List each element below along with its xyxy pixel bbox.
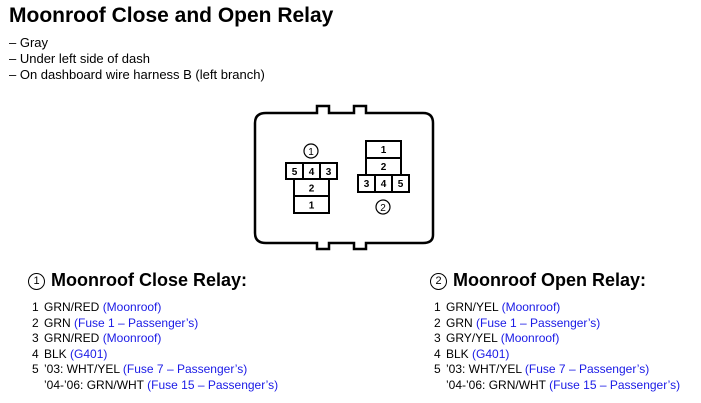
attribute-harness: – On dashboard wire harness B (left bran… [9,67,265,82]
connector-2-row-bottom [357,174,410,193]
page-title: Moonroof Close and Open Relay [9,4,334,27]
connector-1-terminal: 4 [309,167,315,178]
wire-destination: (Fuse 7 – Passenger’s) [122,362,248,377]
connector-2-terminal: 5 [398,179,404,190]
connector-1-terminal: 5 [292,167,298,178]
pin-number: 2 [434,315,441,330]
connector-2-terminal: 3 [364,179,370,190]
wire-color: GRN [446,315,473,330]
pin-number: 5 [32,362,39,377]
wire-destination: (Fuse 1 – Passenger’s) [476,315,601,330]
pin-number: 3 [32,331,39,346]
wire-destination: (Moonroof) [102,300,162,314]
wire-destination: (G401) [70,346,108,361]
pin-number: 3 [434,331,441,346]
attribute-color: – Gray [9,35,49,50]
pin-number: 1 [32,300,39,314]
pin-number: 1 [434,300,441,314]
open-relay-marker: 2 [430,273,447,290]
connector-1-marker-label: 1 [308,147,314,158]
wire-color: GRN/YEL [446,300,499,314]
attribute-location: – Under left side of dash [9,51,150,66]
close-relay-title: Moonroof Close Relay: [51,270,248,290]
connector-1-terminal: 1 [309,201,315,212]
connector-2-terminal: 2 [381,162,387,173]
wire-color: BLK [44,346,67,361]
wire-destination: (Moonroof) [500,331,560,346]
wire-color: GRY/YEL [446,331,498,346]
relay-panel-outline [253,104,435,251]
connector-2: 1 2 3 4 5 2 [357,140,410,215]
pin-number: 4 [434,346,441,361]
connector-1-terminal: 2 [309,184,315,195]
connector-2-marker-label: 2 [380,203,386,214]
connector-1: 1 5 4 3 2 1 [285,143,338,214]
connector-1-cell-1 [293,195,330,214]
close-relay-marker: 1 [28,273,45,290]
wire-color: ’03: WHT/YEL [446,362,522,377]
wire-destination: (Fuse 15 – Passenger’s) [147,377,279,392]
wire-color: GRN/RED [44,300,100,314]
wire-color: ’04-’06: GRN/WHT [44,377,144,392]
open-relay-title: Moonroof Open Relay: [453,270,646,290]
wire-destination: (Fuse 1 – Passenger’s) [74,315,199,330]
wire-color: ’03: WHT/YEL [44,362,120,377]
wire-destination: (Moonroof) [501,300,561,314]
relay-attributes: – Gray – Under left side of dash – On da… [9,35,265,83]
wire-color: ’04-’06: GRN/WHT [446,377,546,392]
wire-color: GRN [44,315,71,330]
wire-destination: (Fuse 7 – Passenger’s) [524,362,650,377]
connector-2-marker [375,199,391,215]
wire-destination: (Fuse 15 – Passenger’s) [549,377,681,392]
wire-destination: (G401) [472,346,510,361]
pin-number: 5 [434,362,441,377]
wire-color: BLK [446,346,469,361]
wire-destination: (Moonroof) [102,331,162,346]
connector-2-terminal: 1 [381,145,387,156]
pin-number: 2 [32,315,39,330]
connector-1-marker [303,143,319,159]
pin-number: 4 [32,346,39,361]
connector-2-terminal: 4 [381,179,387,190]
connector-1-terminal: 3 [326,167,332,178]
wire-color: GRN/RED [44,331,100,346]
